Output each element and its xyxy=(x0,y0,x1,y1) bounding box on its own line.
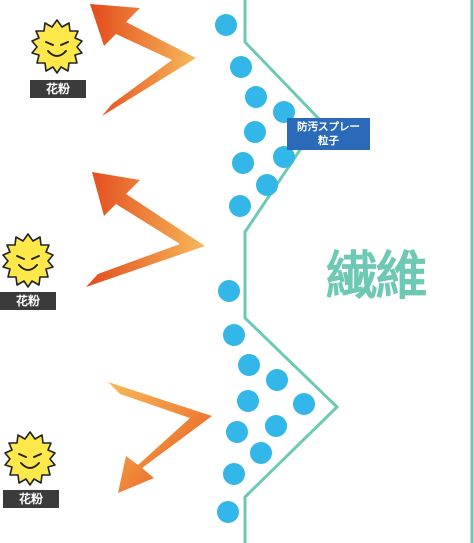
spray-label-line2: 粒子 xyxy=(318,135,339,147)
spray-particle xyxy=(230,56,252,78)
sun-face-pollen-icon xyxy=(31,19,83,74)
deflect-arrow-icon xyxy=(90,4,196,116)
spray-particle xyxy=(273,101,295,123)
deflect-arrow-icon xyxy=(108,382,212,493)
spray-particle xyxy=(223,463,245,485)
spray-particle xyxy=(244,121,266,143)
spray-particle xyxy=(217,501,239,523)
spray-particle xyxy=(265,415,287,437)
fiber-label: 繊維 xyxy=(325,247,427,307)
spray-particles xyxy=(215,14,315,523)
deflect-arrow-icon xyxy=(86,172,205,287)
spray-particle xyxy=(293,393,315,415)
sun-face-pollen-icon xyxy=(4,431,56,486)
spray-particle xyxy=(232,152,254,174)
spray-particle xyxy=(256,174,278,196)
pollen-label: 花粉 xyxy=(0,292,56,310)
spray-particle xyxy=(250,442,272,464)
spray-particle xyxy=(215,14,237,36)
fiber-outline xyxy=(243,0,340,543)
spray-particle xyxy=(245,86,267,108)
spray-particle xyxy=(273,146,295,168)
spray-particle xyxy=(229,195,251,217)
spray-particle xyxy=(237,390,259,412)
spray-particle xyxy=(226,421,248,443)
spray-particle xyxy=(218,280,240,302)
spray-particle xyxy=(238,354,260,376)
spray-particle-label: 防汚スプレー 粒子 xyxy=(287,118,370,150)
spray-particle xyxy=(223,324,245,346)
sun-face-pollen-icon xyxy=(2,233,54,288)
pollen-label: 花粉 xyxy=(30,80,86,98)
pollen-label: 花粉 xyxy=(3,490,59,508)
spray-particle xyxy=(266,369,288,391)
spray-label-line1: 防汚スプレー xyxy=(297,121,360,133)
